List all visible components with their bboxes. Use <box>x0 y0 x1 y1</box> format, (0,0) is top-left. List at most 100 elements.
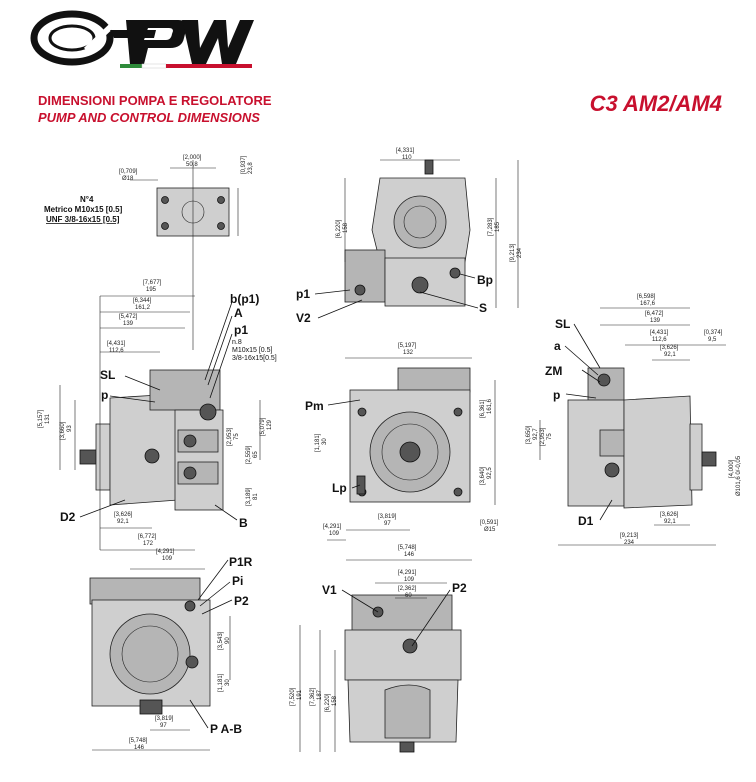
label-p1-top: p1 <box>296 287 310 301</box>
dim-146-bl: 146 <box>134 745 145 751</box>
dim-3543: [3,543] <box>218 631 224 650</box>
label-b-p1: b(p1) <box>230 292 259 306</box>
dim-7520: [7,520] <box>290 687 296 706</box>
dim-4431-r: [4,431] <box>650 330 669 336</box>
title-english: PUMP AND CONTROL DIMENSIONS <box>38 110 260 125</box>
dim-1016: Ø101,6 0/-0,05 <box>736 455 742 496</box>
dim-3189: [3,189] <box>246 487 252 506</box>
dim-6598: [6,598] <box>637 294 656 300</box>
note-n4: N°4 <box>80 195 94 204</box>
dim-60: 60 <box>405 593 412 599</box>
dim-1126-r: 112,6 <box>652 337 667 343</box>
dim-3650: [3,650] <box>526 425 532 444</box>
label-ZM: ZM <box>545 364 562 378</box>
dim-0709: [0,709] <box>119 169 138 175</box>
title-italian: DIMENSIONI POMPA E REGOLATORE <box>38 93 272 108</box>
dim-2000: [2,000] <box>183 155 202 161</box>
dim-921: 92,1 <box>117 519 129 525</box>
label-SL-right: SL <box>555 317 570 331</box>
dim-187: 187 <box>317 689 323 700</box>
label-P1R: P1R <box>229 555 253 569</box>
dim-234: 234 <box>517 247 523 258</box>
dim-18: Ø18 <box>122 176 134 182</box>
label-a: a <box>554 339 561 353</box>
label-p1: p1 <box>234 323 248 337</box>
dim-234-r: 234 <box>624 540 635 546</box>
note-metric: Metrico M10x15 [0.5] <box>44 205 123 214</box>
dim-195: 195 <box>146 287 157 293</box>
dim-0591: [0,591] <box>480 520 499 526</box>
dim-5748-bl: [5,748] <box>129 738 148 744</box>
dim-4331: [4,331] <box>396 148 415 154</box>
gauge-note-unf: 3/8-16x15[0.5] <box>232 355 277 362</box>
dim-0937: [0,937] <box>241 155 247 174</box>
label-p-right: p <box>553 388 560 402</box>
dim-1612: 161,2 <box>135 305 151 311</box>
dim-1676: 167,6 <box>640 301 656 307</box>
dim-6220: [6,220] <box>336 219 342 238</box>
dim-2953-r: [2,953] <box>540 427 546 446</box>
dim-6772: [6,772] <box>138 534 157 540</box>
dim-3819: [3,819] <box>378 514 397 520</box>
dim-185: 185 <box>495 221 501 232</box>
dim-93: 93 <box>67 425 73 432</box>
label-D2: D2 <box>60 510 76 524</box>
label-p: p <box>101 388 108 402</box>
note-unf: UNF 3/8-16x15 [0.5] <box>46 215 120 224</box>
dim-7362: [7,362] <box>310 687 316 706</box>
dim-146: 146 <box>404 552 415 558</box>
dim-1616: 161,6 <box>487 398 493 414</box>
dim-3640: [3,640] <box>480 466 486 485</box>
label-B: B <box>239 516 248 530</box>
dim-6344: [6,344] <box>133 298 152 304</box>
dim-3819-bl: [3,819] <box>155 716 174 722</box>
dim-132: 132 <box>403 350 414 356</box>
dim-81: 81 <box>253 493 259 500</box>
label-PAB: P A-B <box>210 722 242 736</box>
dim-97: 97 <box>384 521 391 527</box>
dim-4291-bc: [4,291] <box>398 570 417 576</box>
dim-15: Ø15 <box>484 527 496 533</box>
label-Pm: Pm <box>305 399 324 413</box>
technical-drawing: [2,000] 50,8 [0,709] Ø18 [0,937] 23,8 N°… <box>38 148 742 753</box>
dim-131: 131 <box>45 413 51 424</box>
label-S: S <box>479 301 487 315</box>
dim-158-bc: 158 <box>332 695 338 706</box>
dim-2559: [2,559] <box>246 445 252 464</box>
bottom-left-view <box>89 568 231 751</box>
dim-5472: [5,472] <box>119 314 138 320</box>
dim-2362: [2,362] <box>398 586 417 592</box>
dim-75: 75 <box>234 433 240 440</box>
dim-921-r-top: 92,1 <box>664 352 676 358</box>
dim-6220-bc: [6,220] <box>325 693 331 712</box>
dim-925: 92,5 <box>487 467 493 479</box>
dim-90: 90 <box>225 637 231 644</box>
dim-4431: [4,431] <box>107 341 126 347</box>
dim-109-bl: 109 <box>162 556 173 562</box>
label-P2: P2 <box>234 594 249 608</box>
label-Bp: Bp <box>477 273 493 287</box>
dim-30: 30 <box>322 438 328 445</box>
side-view-right <box>539 307 726 546</box>
dim-158: 158 <box>343 222 349 233</box>
dim-97-bl: 97 <box>160 723 167 729</box>
dim-7677: [7,677] <box>143 280 162 286</box>
flange-detail <box>130 160 239 350</box>
side-view-left <box>59 295 261 551</box>
dim-75-r: 75 <box>547 433 553 440</box>
dim-139-r: 139 <box>650 318 661 324</box>
dim-95: 9,5 <box>708 337 717 343</box>
dim-6361: [6,361] <box>480 399 486 418</box>
dim-9213-r: [9,213] <box>620 533 639 539</box>
label-V2: V2 <box>296 311 311 325</box>
dim-238: 23,8 <box>248 162 254 174</box>
dim-65: 65 <box>253 451 259 458</box>
dim-1126: 112,6 <box>109 348 124 354</box>
dim-110: 110 <box>402 155 412 161</box>
dim-3626-r-top: [3,626] <box>660 345 679 351</box>
gauge-note-metric: M10x15 [0.5] <box>232 347 273 354</box>
dim-1181-bl: [1,181] <box>218 673 224 692</box>
dim-6472: [6,472] <box>645 311 664 317</box>
dim-5157: [5,157] <box>38 409 44 428</box>
dim-4291: [4,291] <box>323 524 342 530</box>
